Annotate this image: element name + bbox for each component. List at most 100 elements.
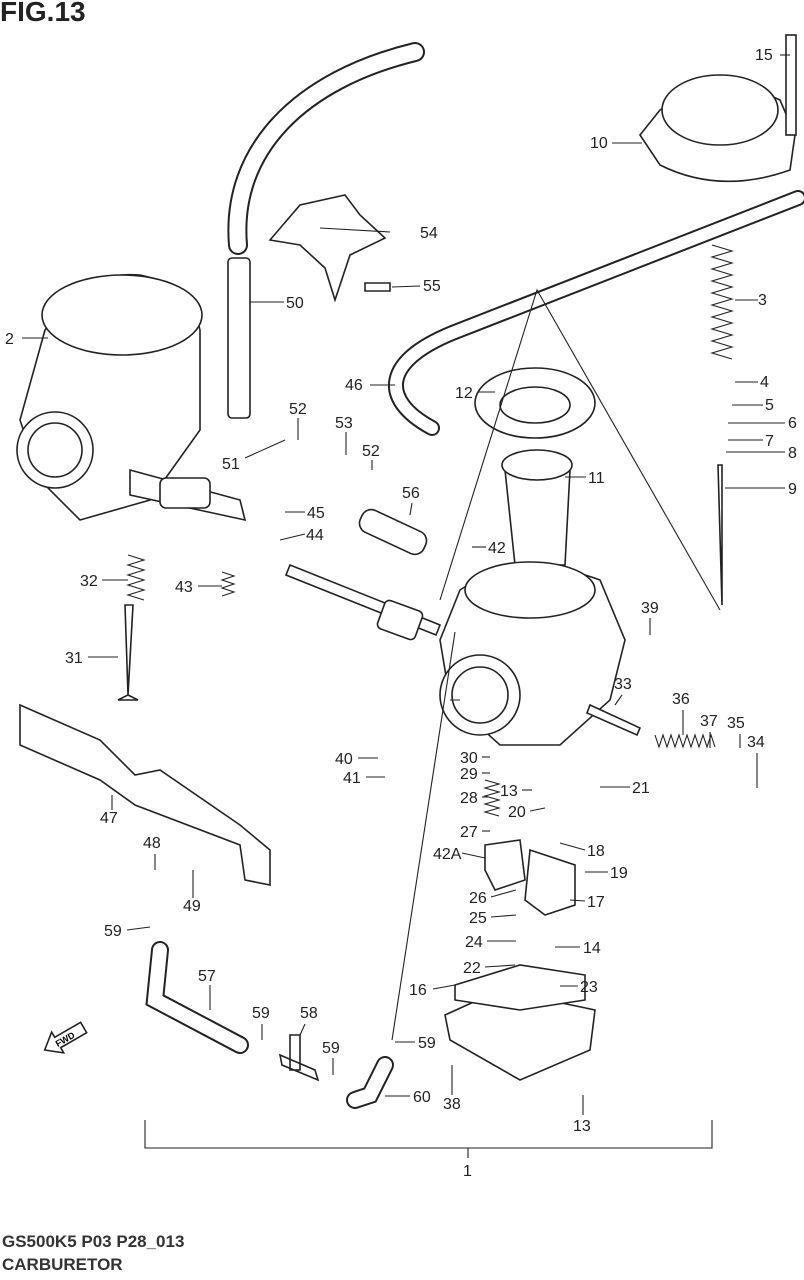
leader-line [299,1023,306,1036]
callout-32: 32 [80,573,98,590]
callout-24: 24 [465,934,483,951]
callout-43: 43 [175,579,193,596]
callout-13: 13 [500,783,518,800]
callout-39: 39 [641,600,659,617]
leader-line [126,926,151,931]
right-carburetor [439,561,626,746]
callout-59: 59 [104,923,122,940]
leader-line [484,964,516,968]
screw-55 [364,282,391,292]
spring-28 [482,779,502,817]
screw-31 [117,604,139,701]
leader-line [614,694,623,706]
callout-46: 46 [345,377,363,394]
leader-line [490,914,517,918]
callout-4: 4 [760,374,769,391]
callout-45: 45 [307,505,325,522]
fwd-arrow-icon: FWD [43,1021,88,1054]
callout-23: 23 [580,979,598,996]
callout-53: 53 [335,415,353,432]
callout-15: 15 [755,47,773,64]
callout-34: 34 [747,734,765,751]
bracket-54 [268,194,387,303]
tube-56 [358,508,428,556]
callout-42: 42 [488,540,506,557]
leader-line [569,899,586,902]
callout-42A: 42A [433,846,462,863]
callout-22: 22 [463,960,481,977]
callout-52: 52 [362,443,380,460]
callout-21: 21 [632,780,650,797]
callout-3: 3 [758,292,767,309]
callout-7: 7 [765,433,774,450]
callout-6: 6 [788,415,797,432]
callout-51: 51 [222,456,240,473]
callout-13: 13 [573,1118,591,1135]
hose-50 [227,42,425,419]
leader-line [559,842,586,851]
leader-line [319,227,391,233]
callout-17: 17 [587,894,605,911]
leader-line [461,852,486,859]
callout-59: 59 [252,1005,270,1022]
piston-11 [504,469,571,566]
leader-line [432,984,456,990]
callout-52: 52 [289,401,307,418]
callout-28: 28 [460,790,478,807]
spring-43 [220,571,236,597]
spring-32 [126,554,146,601]
top-cap-10 [639,34,797,183]
assembly-bracket-1 [144,1120,713,1158]
callout-60: 60 [413,1089,431,1106]
callout-12: 12 [455,385,473,402]
callout-56: 56 [402,485,420,502]
callout-57: 57 [198,968,216,985]
callout-30: 30 [460,750,478,767]
callout-35: 35 [727,715,745,732]
callout-26: 26 [469,890,487,907]
callout-25: 25 [469,910,487,927]
callout-40: 40 [335,751,353,768]
leader-line [490,889,517,898]
callout-37: 37 [700,713,718,730]
callout-49: 49 [183,898,201,915]
callout-18: 18 [587,843,605,860]
callout-50: 50 [286,295,304,312]
callout-16: 16 [409,982,427,999]
callout-9: 9 [788,481,797,498]
callout-59: 59 [322,1040,340,1057]
callout-48: 48 [143,835,161,852]
callout-20: 20 [508,804,526,821]
callout-33: 33 [614,676,632,693]
float-42a [484,839,526,891]
float-chamber [444,964,596,1081]
leader-lines [391,288,721,1041]
callout-10: 10 [590,135,608,152]
callout-44: 44 [306,527,324,544]
callout-14: 14 [583,940,601,957]
callout-59: 59 [418,1035,436,1052]
figure-title: FIG.13 [0,0,86,27]
needle-9 [717,464,723,606]
leader-line [409,502,413,516]
callout-38: 38 [443,1096,461,1113]
callout-5: 5 [765,397,774,414]
callout-19: 19 [610,865,628,882]
callout-31: 31 [65,650,83,667]
joint-58 [278,1034,320,1082]
callout-47: 47 [100,810,118,827]
callout-8: 8 [788,445,797,462]
hose-46 [388,190,804,436]
callout-55: 55 [423,278,441,295]
callout-1: 1 [463,1163,472,1180]
leader-line [279,533,306,541]
callout-54: 54 [420,225,438,242]
leader-line [244,439,286,459]
leader-line [391,285,421,288]
callout-36: 36 [672,691,690,708]
left-carburetor [16,273,247,522]
spring-36 [654,733,716,749]
